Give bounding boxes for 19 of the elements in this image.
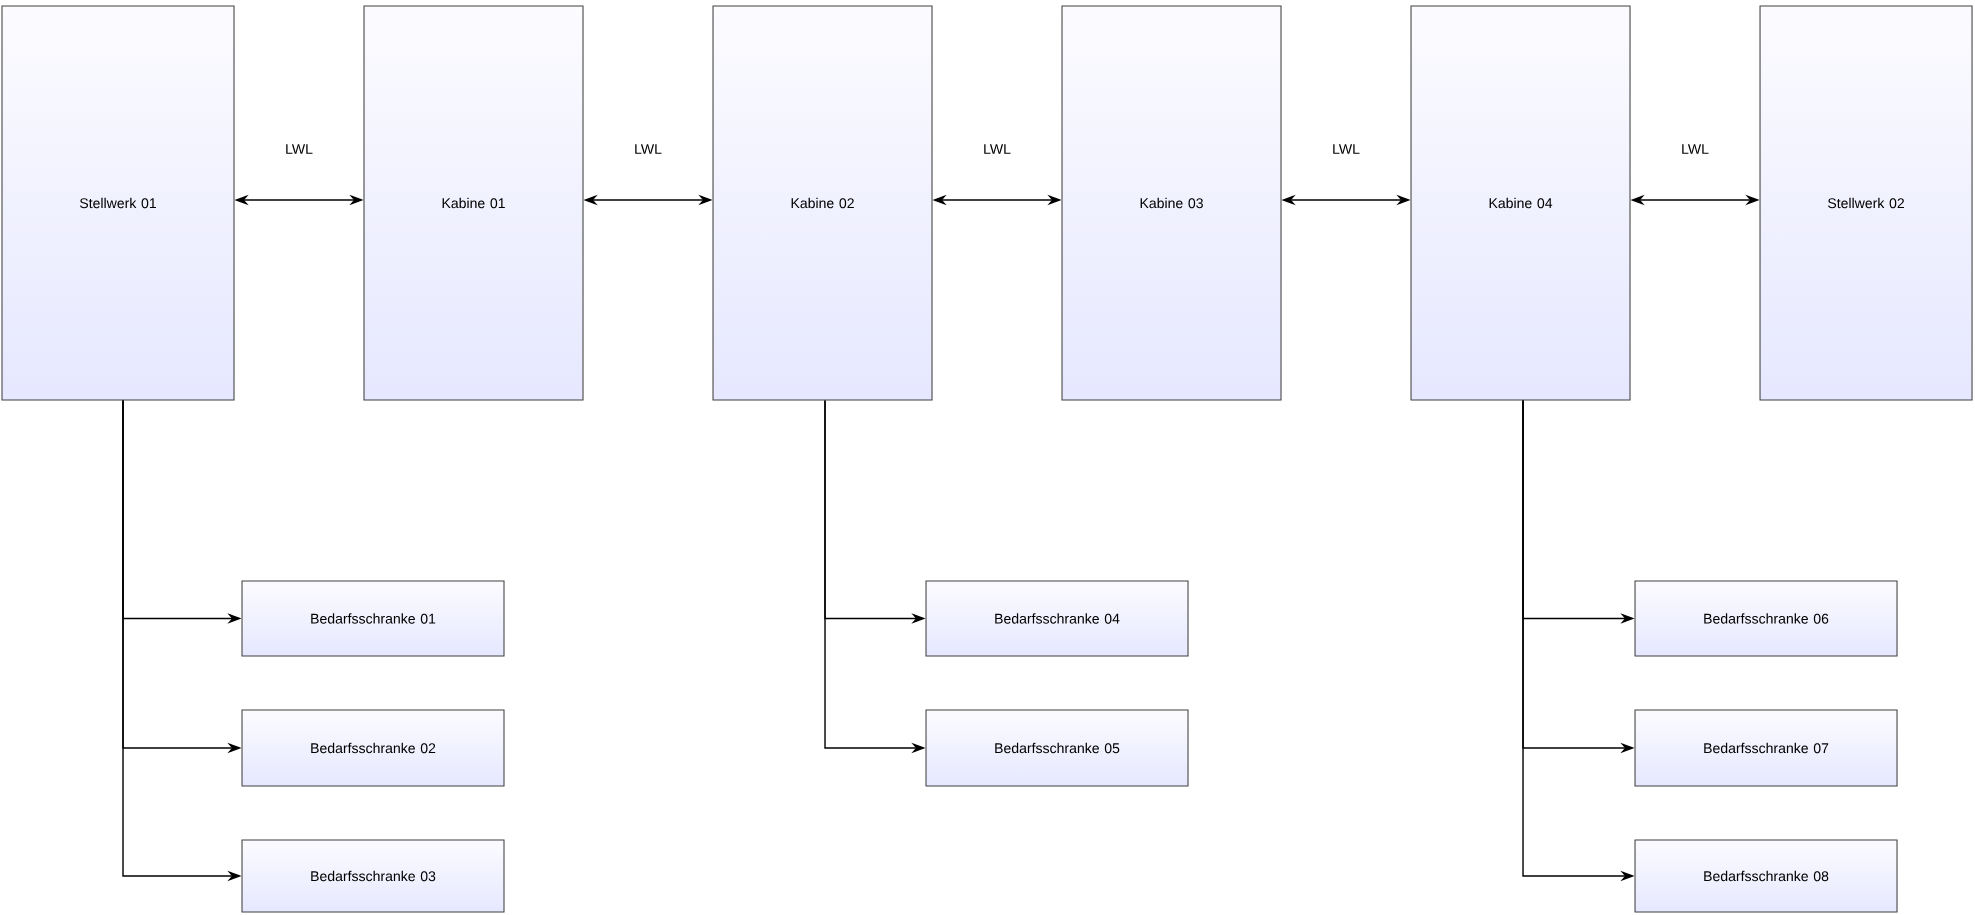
- station-box: Kabine 02: [712, 5, 933, 401]
- barrier-box: Bedarfsschranke 08: [1634, 839, 1898, 913]
- edge-label: LWL: [286, 144, 313, 154]
- barrier-box: Bedarfsschranke 02: [241, 709, 505, 787]
- station-box: Stellwerk 01: [1, 5, 235, 401]
- station-box: Kabine 03: [1061, 5, 1282, 401]
- station-box: Kabine 01: [363, 5, 584, 401]
- barrier-box: Bedarfsschranke 01: [241, 580, 505, 657]
- station-box: Kabine 04: [1410, 5, 1631, 401]
- edge-label: LWL: [1333, 144, 1360, 154]
- barrier-box: Bedarfsschranke 06: [1634, 580, 1898, 657]
- barrier-box: Bedarfsschranke 03: [241, 839, 505, 913]
- barrier-box: Bedarfsschranke 07: [1634, 709, 1898, 787]
- edge-label: LWL: [1682, 144, 1709, 154]
- barrier-box: Bedarfsschranke 04: [925, 580, 1189, 657]
- station-box: Stellwerk 02: [1759, 5, 1973, 401]
- barrier-box: Bedarfsschranke 05: [925, 709, 1189, 787]
- edge-label: LWL: [635, 144, 662, 154]
- edge-label: LWL: [984, 144, 1011, 154]
